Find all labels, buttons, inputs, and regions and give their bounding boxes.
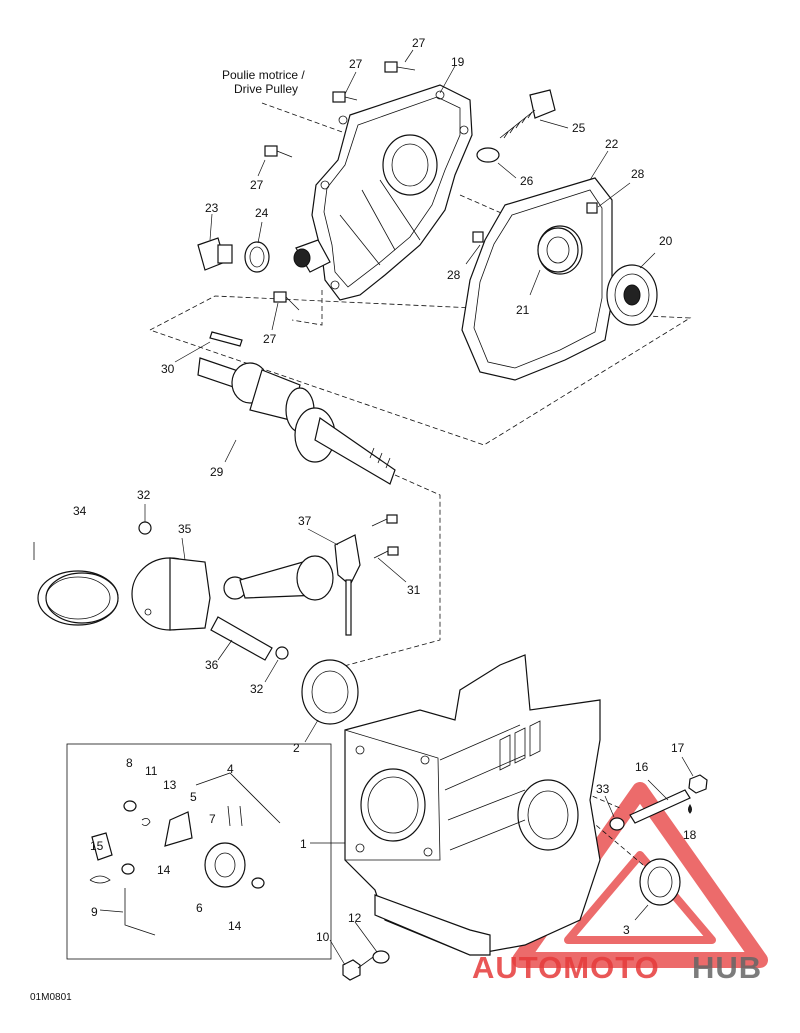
callout-17: 17 [671,741,685,755]
dowel-28-a [472,231,484,243]
callout-20: 20 [659,234,673,248]
callout-6: 6 [196,901,203,915]
washer-33 [609,817,625,831]
washer-14-b [251,877,265,889]
piston-rings-34 [33,542,119,626]
callout-21: 21 [516,303,530,317]
callout-16: 16 [635,760,649,774]
connecting-rod [223,555,334,601]
rod-cap-37 [334,534,361,636]
circlip-32-b [275,646,289,660]
callout-22: 22 [605,137,619,151]
gear-6 [204,842,246,888]
dowel-28-b [586,202,598,214]
callout-23: 23 [205,201,219,215]
callout-7: 7 [209,812,216,826]
breather-valve-25 [499,89,556,139]
callout-24: 24 [255,206,269,220]
callout-36: 36 [205,658,219,672]
clip-13 [141,818,151,826]
drive-pulley-note-line1: Poulie motrice / [222,68,305,82]
callout-11: 11 [145,764,158,778]
callout-4: 4 [227,762,234,776]
callout-13: 13 [163,778,177,792]
callout-27-b: 27 [349,57,363,71]
key-30 [209,331,243,347]
callout-26: 26 [520,174,534,188]
callout-8: 8 [126,756,133,770]
callout-19: 19 [451,55,465,69]
oil-plug-23 [197,237,233,271]
brand-text-part1: AUTOMOTO [472,950,660,985]
drive-pulley-note: Poulie motrice / Drive Pulley [222,68,305,96]
callout-33: 33 [596,782,610,796]
bolts-27 [264,61,416,311]
crankcase-1 [344,654,601,956]
callout-2: 2 [293,741,300,755]
drive-pulley-note-line2: Drive Pulley [234,82,298,96]
callout-28-b: 28 [447,268,461,282]
leader-lines [99,49,694,966]
callout-15: 15 [90,839,104,853]
callout-10: 10 [316,930,330,944]
callout-1: 1 [300,837,307,851]
callout-27-c: 27 [250,178,264,192]
callout-27-a: 27 [412,36,426,50]
lever-9 [124,888,156,936]
callout-30: 30 [161,362,175,376]
callout-27-d: 27 [263,332,277,346]
callout-37: 37 [298,514,312,528]
o-ring-24 [244,241,270,273]
bearing-20 [606,264,658,326]
clip-15 [89,875,111,884]
callout-31: 31 [407,583,421,597]
callout-34: 34 [73,504,87,518]
callout-25: 25 [572,121,586,135]
drawing-code: 01M0801 [30,992,72,1003]
callout-5: 5 [190,790,197,804]
piston-pin-36 [210,616,273,661]
callout-32-a: 32 [137,488,151,502]
callout-32-b: 32 [250,682,264,696]
circlip-32-a [138,521,152,535]
seal-26 [476,147,500,163]
bearing-2 [301,659,359,725]
washer-14-a [121,863,135,875]
oil-seal-21 [537,227,579,273]
crankcase-cover-19 [293,84,473,301]
oil-seal-3 [639,858,681,906]
callout-35: 35 [178,522,192,536]
watermark-text: AUTOMOTO HUB [472,950,762,985]
bolts-31 [371,514,399,559]
callout-3: 3 [623,923,630,937]
callout-12: 12 [348,911,362,925]
governor-inset-box [66,743,332,960]
piston-35 [131,557,211,631]
washer-12 [372,950,390,964]
callout-29: 29 [210,465,224,479]
drop-18 [688,804,692,814]
brand-text-part2: HUB [692,950,762,985]
callout-18: 18 [683,828,697,842]
shaft-8 [91,832,113,861]
callout-14-a: 14 [157,863,171,877]
nut-17 [688,774,708,794]
callout-numbers: 1 2 3 4 5 6 7 8 9 10 11 12 13 14 14 15 1… [73,36,697,944]
callout-9: 9 [91,905,98,919]
washer-11 [123,800,137,812]
crankshaft-29 [197,357,396,485]
weight-5 [164,811,193,847]
callout-14-b: 14 [228,919,242,933]
callout-28-a: 28 [631,167,645,181]
